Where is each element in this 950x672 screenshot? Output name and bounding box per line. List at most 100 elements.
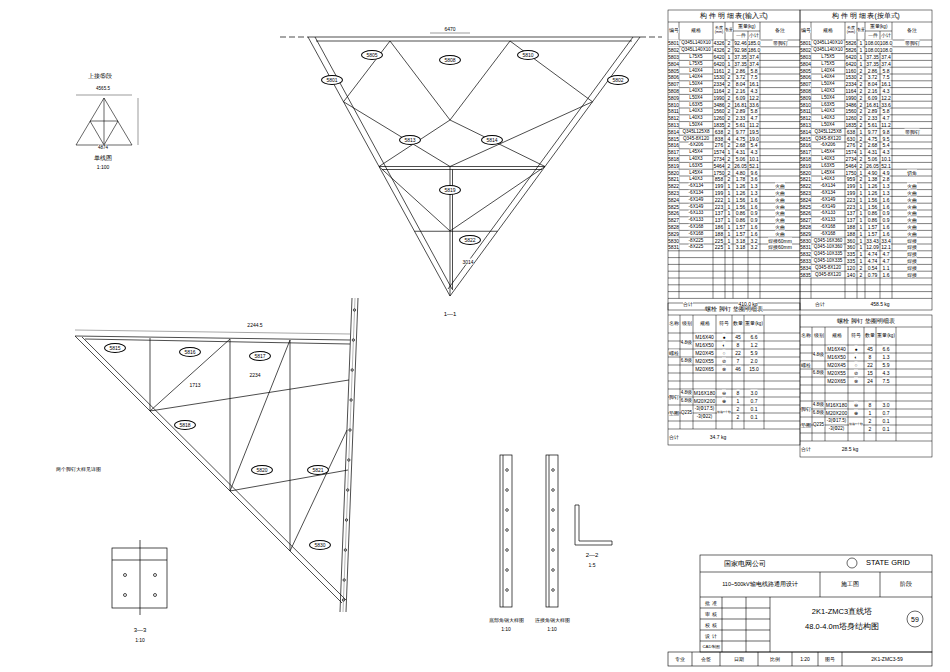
drawing-label: 上接⑮段	[88, 73, 112, 79]
table-cell: 5829	[800, 231, 811, 236]
table-cell: 92.98	[734, 48, 747, 53]
table-cell: 3.6	[751, 177, 758, 182]
table-cell: 10.1	[881, 157, 891, 162]
table-cell: 5829	[668, 230, 679, 236]
table-cell: 1	[860, 61, 863, 66]
title-block-text: 59	[911, 616, 919, 623]
callout-number: 5801	[326, 78, 337, 83]
table-cell: 5813	[800, 123, 811, 128]
cross-arm-elevation	[230, 470, 348, 491]
table-grid	[668, 271, 800, 272]
table-cell: 2	[860, 156, 863, 162]
table-cell: 5802	[800, 47, 811, 53]
table-cell: 5810	[800, 101, 811, 107]
table-cell: 10.1	[881, 156, 891, 162]
table-cell: 137	[715, 210, 723, 216]
table-cell: 0.1	[751, 414, 758, 420]
title-block-text: 1:20	[800, 656, 810, 662]
cross-arm-plan	[379, 120, 450, 167]
table-grid	[800, 433, 932, 434]
table-cell: 5818	[668, 157, 679, 162]
table-cell: 5803	[800, 55, 811, 60]
table-cell: 5826	[845, 41, 856, 46]
detail-3-3	[112, 560, 167, 561]
table-cell: 26.05	[734, 163, 747, 168]
table-grid	[668, 94, 800, 95]
table-cell: 5820	[668, 169, 679, 175]
title-block-text: 国家电网公司	[724, 560, 766, 567]
table-cell: L40X3	[821, 89, 834, 94]
table-cell: 188	[847, 230, 855, 236]
table-cell: 5.61	[868, 123, 878, 128]
angle-details	[500, 455, 612, 607]
table-cell: 垫圈	[801, 423, 811, 428]
table-cell: 5808	[668, 89, 679, 94]
table-cell: 2	[860, 74, 863, 80]
table-cell: 1.26	[868, 183, 878, 189]
table-cell: 5828	[800, 225, 811, 230]
table-cell: 5810	[668, 101, 679, 107]
table-cell: 92.46	[734, 40, 747, 46]
table-cell: 4.75	[736, 135, 746, 141]
part-callout: 5808	[439, 55, 461, 65]
table-cell: 1.26	[868, 190, 878, 196]
table-cell: -6X134	[821, 183, 836, 188]
table-cell: L45X4	[821, 170, 834, 175]
table-cell: 33.4	[881, 237, 891, 243]
table-cell: ⊘	[722, 358, 726, 364]
table-cell: 火曲	[907, 184, 917, 189]
table-cell: 1	[860, 217, 863, 223]
table-cell: 5815	[800, 135, 811, 141]
table-cell: M20X55	[695, 359, 714, 364]
table-cell: 5.9	[883, 363, 890, 368]
cross-arm-elevation	[344, 549, 346, 551]
table-cell: 5802	[668, 48, 679, 53]
table-cell: 焊接	[907, 252, 917, 257]
table-cell: 2	[728, 75, 731, 80]
table-cell: -8X225	[689, 238, 704, 243]
table-cell: 1	[728, 190, 731, 196]
table-cell: -6X134	[689, 184, 704, 189]
table-cell: 4.3	[751, 88, 758, 94]
cross-arm-elevation	[346, 298, 358, 612]
table-cell: 1530	[845, 75, 856, 80]
table-grid	[668, 22, 800, 23]
table-cell: 16.81	[734, 101, 747, 107]
table-cell: 638	[847, 129, 855, 134]
table-cell: 1	[860, 41, 863, 46]
table-cell: 1	[860, 149, 863, 155]
table-cell: 16.1	[749, 82, 759, 87]
table-cell: 1	[728, 210, 731, 216]
table-cell: 火曲	[907, 204, 917, 209]
table-cell: 5824	[668, 197, 679, 202]
table-cell: 3486	[713, 102, 724, 107]
table-cell: L50X4	[821, 122, 834, 127]
table-cell: 6.8级	[681, 359, 692, 364]
title-block-text: 日期	[734, 657, 744, 662]
table-cell: 3.2	[751, 244, 758, 250]
cross-arm-plan	[315, 37, 452, 289]
table-cell: 5835	[800, 272, 811, 277]
table-cell: 数量	[865, 333, 875, 338]
table-cell: 6.8级	[681, 399, 692, 404]
table-cell: 188	[715, 230, 723, 236]
table-grid	[764, 315, 765, 429]
table-cell: 4.3	[883, 150, 890, 155]
table-cell: 1	[737, 399, 740, 404]
drawing-label: 连接角钢大样图	[535, 617, 570, 623]
cross-arm-elevation	[353, 309, 355, 311]
title-block-frame	[820, 572, 821, 597]
table-cell: 5464	[845, 163, 856, 168]
table-cell: 火曲	[775, 218, 785, 223]
table-cell: 199	[715, 191, 723, 196]
table-cell: 3.18	[736, 237, 746, 243]
table-cell: 5813	[668, 122, 679, 128]
table-cell: 1.1	[883, 264, 890, 270]
table-cell: 5805	[800, 67, 811, 73]
table-cell: 5826	[800, 210, 811, 216]
table-cell: 225	[715, 237, 723, 243]
drawing-label: 3—3	[134, 627, 147, 633]
table-cell: 15	[867, 371, 873, 376]
table-cell: L50X4	[821, 123, 834, 128]
table-cell: 4.75	[736, 136, 746, 141]
